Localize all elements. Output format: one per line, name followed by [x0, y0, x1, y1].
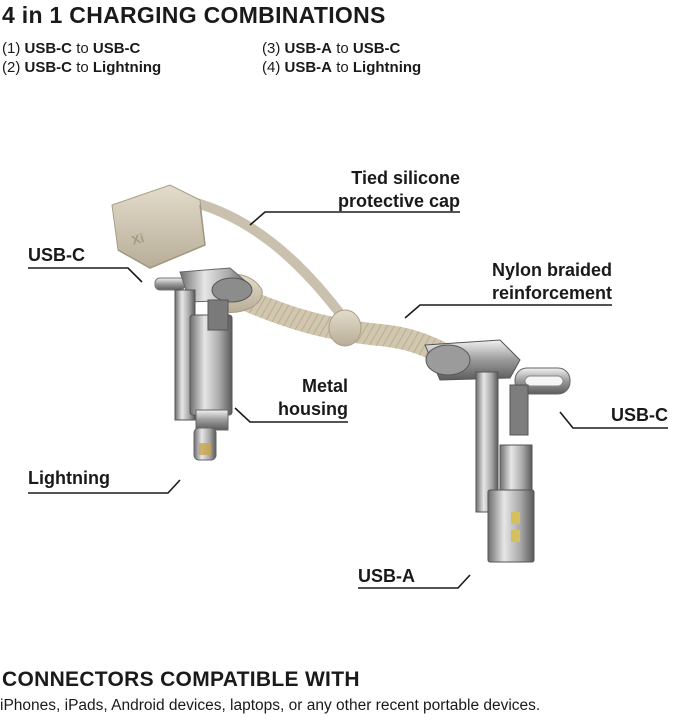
right-metal-housing	[475, 371, 533, 513]
footer-text: iPhones, iPads, Android devices, laptops…	[0, 697, 541, 714]
combination-to-word: to	[336, 40, 349, 57]
lightning-connector	[193, 427, 217, 461]
combination-item: (3) USB-A to USB-C	[262, 40, 400, 58]
callout-metal-line2: housing	[278, 399, 348, 419]
combination-number: (3)	[262, 40, 281, 57]
braided-cable	[224, 284, 451, 363]
silicone-strap	[180, 195, 350, 325]
usba-connector	[487, 489, 535, 563]
combination-from: USB-A	[284, 40, 333, 57]
combination-to: Lightning	[92, 59, 162, 76]
combination-from: USB-A	[284, 59, 333, 76]
combination-item: (2) USB-C to Lightning	[2, 59, 161, 77]
combination-to-word: to	[336, 59, 349, 76]
combination-to: USB-C	[352, 40, 401, 57]
footer-title: CONNECTORS COMPATIBLE WITH	[2, 668, 360, 691]
callout-line-nylon	[404, 304, 612, 319]
callout-line-usbc-left	[28, 267, 143, 283]
callout-usba: USB-A	[358, 566, 415, 586]
combination-number: (1)	[2, 40, 21, 57]
callout-lightning: Lightning	[28, 468, 110, 488]
page-title: 4 in 1 CHARGING COMBINATIONS	[2, 2, 386, 28]
callout-line-usba	[358, 574, 471, 589]
right-connector-head	[424, 339, 571, 395]
left-usbc-connector	[154, 267, 253, 303]
callout-usbc-left: USB-C	[28, 245, 85, 265]
callout-nylon-line2: reinforcement	[491, 283, 612, 303]
callout-usbc-right: USB-C	[611, 405, 668, 425]
combination-from: USB-C	[24, 59, 73, 76]
combination-number: (2)	[2, 59, 21, 76]
callout-line-usbc-right	[559, 411, 668, 429]
callout-metal-line1: Metal	[301, 376, 348, 396]
callout-cap-line1: Tied silicone	[351, 168, 460, 188]
combination-to: USB-C	[92, 40, 141, 57]
left-metal-housing	[174, 289, 233, 431]
callout-nylon-line1: Nylon braided	[491, 260, 612, 280]
combination-to-word: to	[76, 40, 89, 57]
silicone-tie	[328, 309, 362, 347]
combination-number: (4)	[262, 59, 281, 76]
protective-cap: Xi	[111, 184, 206, 269]
callout-line-metal	[234, 407, 348, 423]
cap-logo: Xi	[130, 230, 146, 248]
callout-line-cap	[249, 211, 460, 226]
callout-line-lightning	[28, 479, 181, 494]
combination-item: (1) USB-C to USB-C	[2, 40, 140, 58]
combination-item: (4) USB-A to Lightning	[262, 59, 421, 77]
combination-from: USB-C	[24, 40, 73, 57]
combination-to: Lightning	[352, 59, 422, 76]
callout-cap-line2: protective cap	[337, 191, 460, 211]
combination-to-word: to	[76, 59, 89, 76]
